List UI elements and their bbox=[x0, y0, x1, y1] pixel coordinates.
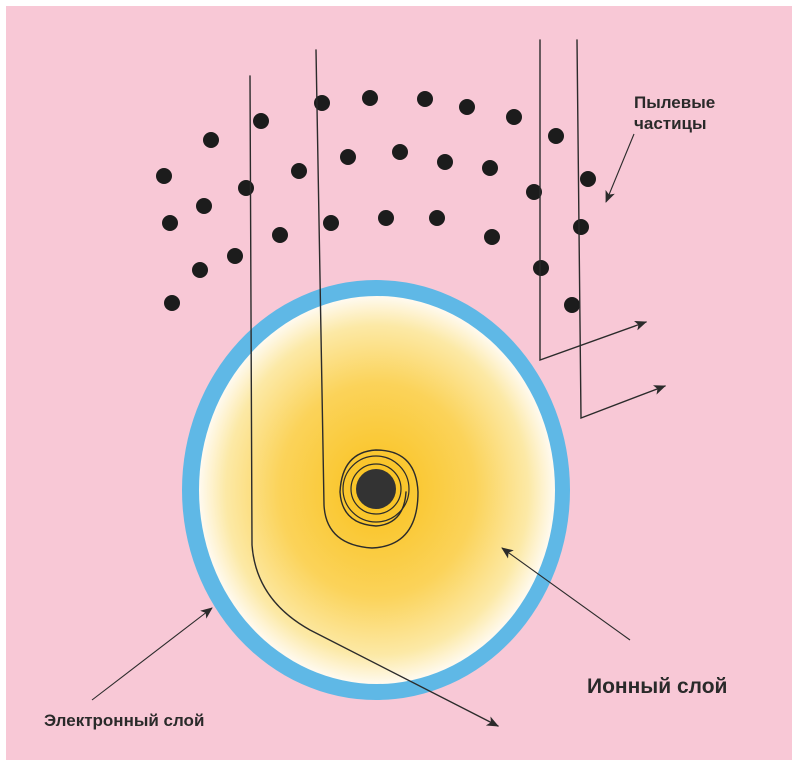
dust-particle bbox=[378, 210, 394, 226]
dust-particle bbox=[323, 215, 339, 231]
dust-label-line1: Пылевые bbox=[634, 92, 715, 113]
dust-particle bbox=[291, 163, 307, 179]
dust-particle bbox=[156, 168, 172, 184]
dust-particle bbox=[272, 227, 288, 243]
dust-particle bbox=[162, 215, 178, 231]
dust-particle bbox=[506, 109, 522, 125]
nucleus bbox=[356, 469, 396, 509]
dust-label-line2: частицы bbox=[634, 113, 715, 134]
dust-particle bbox=[429, 210, 445, 226]
dust-particle bbox=[482, 160, 498, 176]
dust-particle bbox=[227, 248, 243, 264]
ion-layer-label: Ионный слой bbox=[587, 674, 727, 700]
dust-particle bbox=[548, 128, 564, 144]
dust-particle bbox=[392, 144, 408, 160]
dust-particle bbox=[580, 171, 596, 187]
dust-particle bbox=[196, 198, 212, 214]
dust-particle bbox=[437, 154, 453, 170]
dust-particle bbox=[564, 297, 580, 313]
dust-particle bbox=[192, 262, 208, 278]
dust-particle bbox=[238, 180, 254, 196]
electron-layer-label: Электронный слой bbox=[44, 710, 204, 731]
dust-particles-label: Пылевые частицы bbox=[634, 92, 715, 135]
dust-particle bbox=[362, 90, 378, 106]
dust-particle bbox=[573, 219, 589, 235]
dust-particle bbox=[340, 149, 356, 165]
dust-particle bbox=[533, 260, 549, 276]
dust-particle bbox=[253, 113, 269, 129]
dust-particle bbox=[417, 91, 433, 107]
dust-particle bbox=[203, 132, 219, 148]
dust-particle bbox=[484, 229, 500, 245]
dust-particle bbox=[164, 295, 180, 311]
dust-particle bbox=[459, 99, 475, 115]
